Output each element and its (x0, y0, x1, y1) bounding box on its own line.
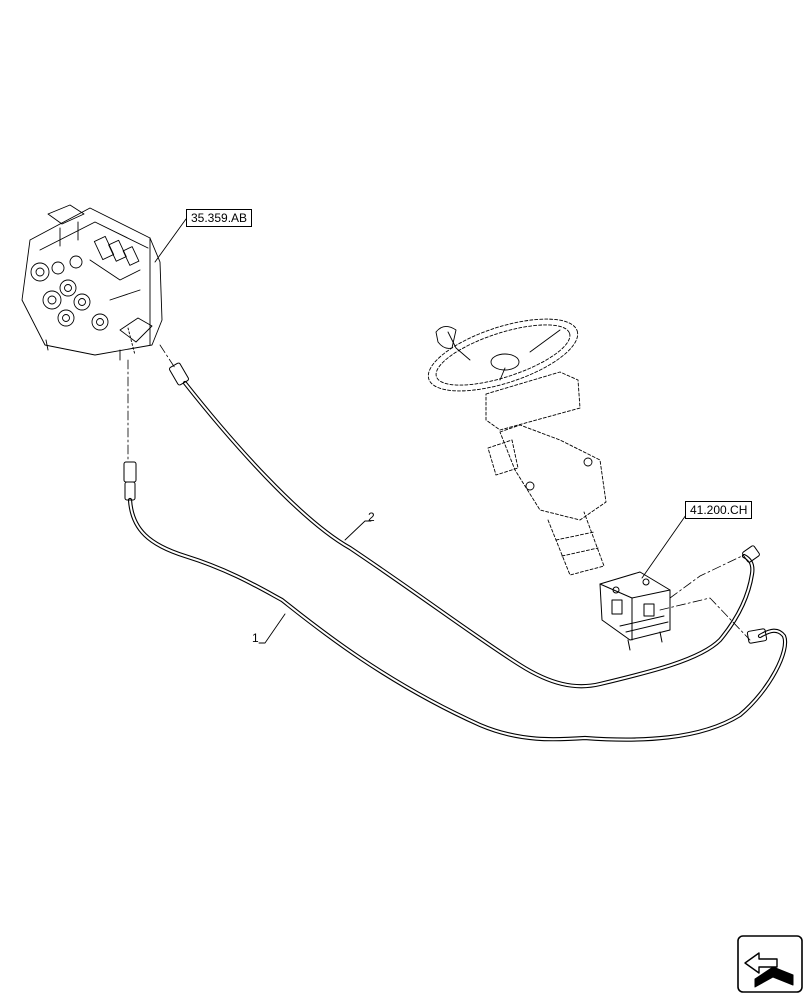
leader-lines (154, 218, 687, 644)
reference-35-359-ab[interactable]: 35.359.AB (186, 209, 253, 227)
next-page-arrow-icon[interactable] (737, 935, 803, 993)
item-label-1: 1 (252, 631, 259, 645)
hose-fittings (123, 362, 768, 644)
reference-41-200-ch[interactable]: 41.200.CH (685, 501, 753, 519)
hose-1 (127, 497, 788, 742)
hose-2 (182, 380, 755, 689)
connection-lines (127, 344, 751, 641)
steering-wheel-column (427, 318, 607, 576)
item-label-2: 2 (368, 510, 375, 524)
control-valve-assembly (21, 204, 163, 361)
steering-control-unit (599, 571, 671, 651)
